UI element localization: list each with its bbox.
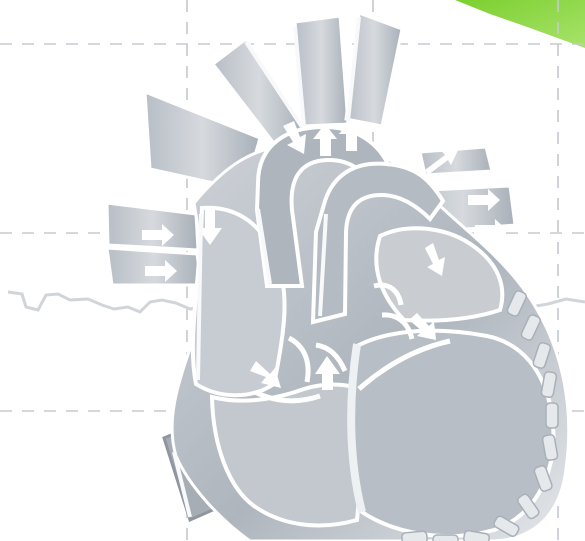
green-corner-banner bbox=[455, 0, 585, 48]
left-atrium bbox=[376, 228, 502, 320]
